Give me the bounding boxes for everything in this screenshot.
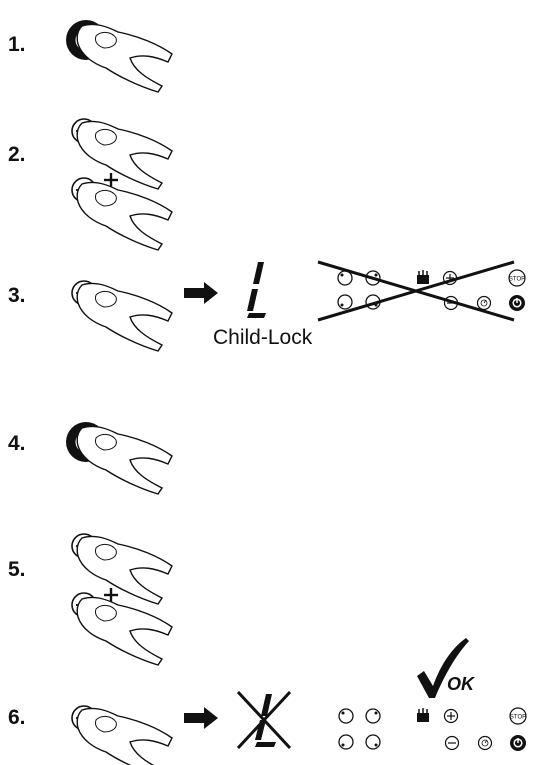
- crossed-control-panel: [317, 260, 526, 322]
- step-number-4: 4.: [8, 432, 26, 455]
- step6-minus-press: [71, 705, 173, 765]
- step2-minus-plus-press: [71, 173, 173, 251]
- arrow-icon: [184, 282, 218, 304]
- step3-plus-press: [71, 280, 173, 352]
- unlocked-control-panel: [338, 707, 527, 752]
- step-number-5: 5.: [8, 558, 26, 581]
- step-number-3: 3.: [8, 284, 26, 307]
- ok-checkmark-icon: [417, 638, 469, 698]
- step4-power-press: [66, 422, 173, 495]
- arrow-icon: [184, 707, 218, 729]
- step-number-6: 6.: [8, 706, 26, 729]
- child-lock-display: [247, 262, 266, 318]
- ok-label: OK: [447, 674, 474, 694]
- step1-power-press: [66, 20, 173, 93]
- step5-minus-plus-press: [71, 588, 173, 666]
- step-number-1: 1.: [8, 33, 26, 56]
- step-number-2: 2.: [8, 143, 26, 166]
- child-lock-cancelled-display: [236, 690, 292, 750]
- child-lock-label: Child-Lock: [213, 326, 313, 349]
